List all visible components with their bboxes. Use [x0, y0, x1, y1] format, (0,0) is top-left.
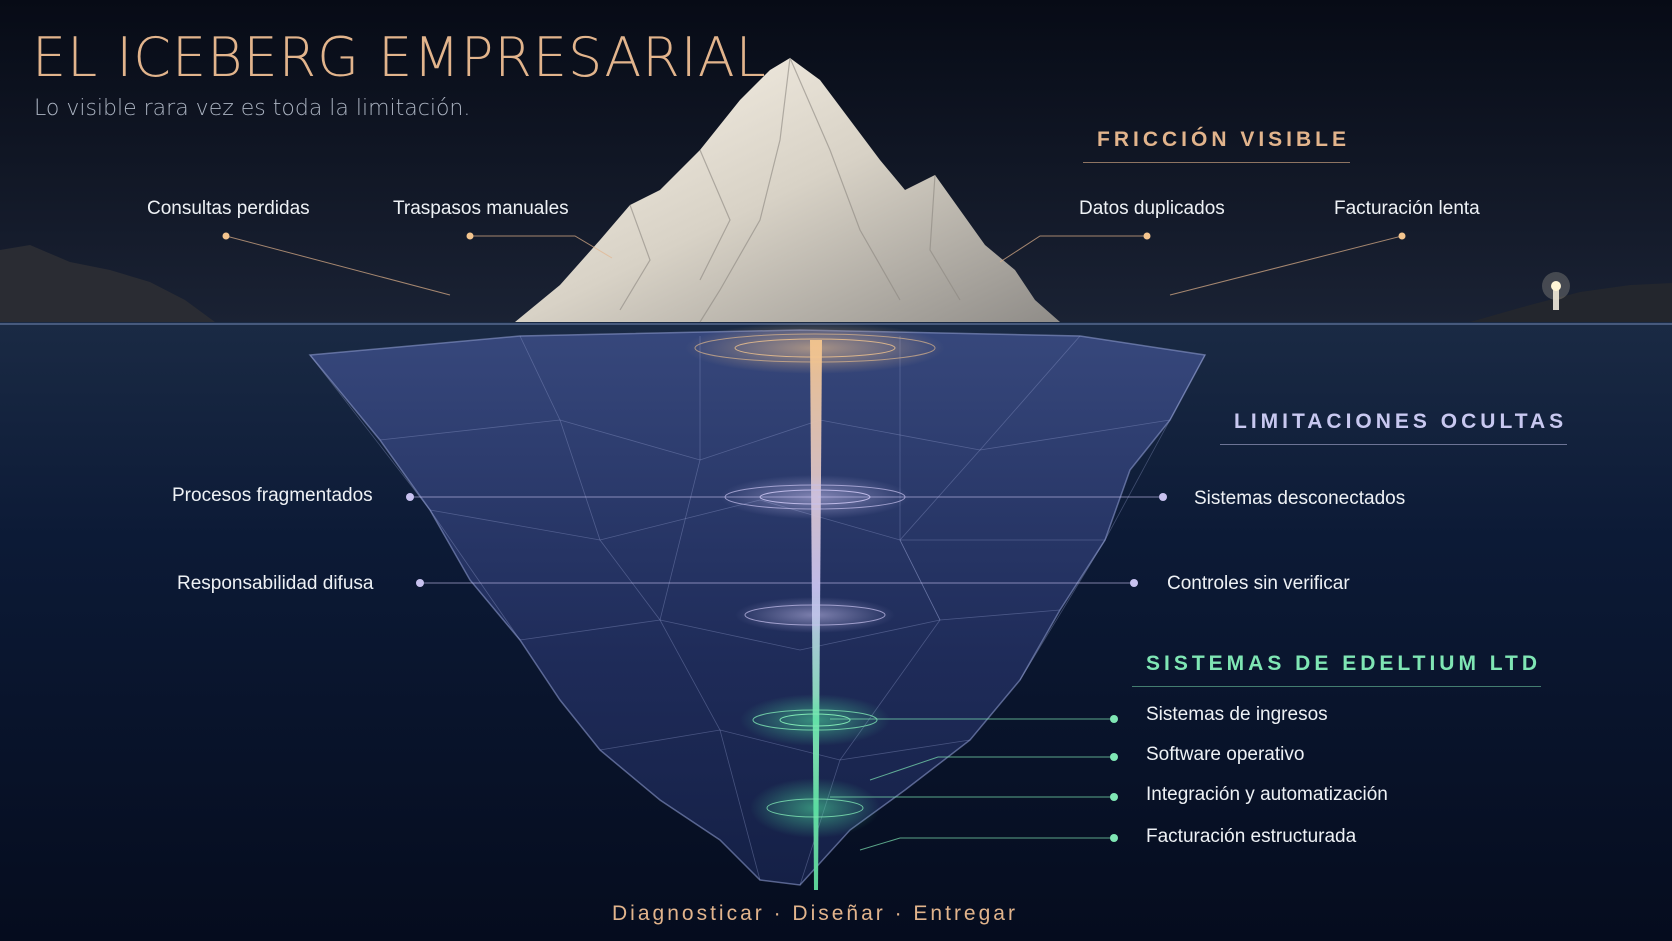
- label-datos-duplicados: Datos duplicados: [1079, 198, 1225, 219]
- iceberg-peak: [515, 58, 1060, 322]
- page-title: EL ICEBERG EMPRESARIAL: [32, 26, 767, 89]
- section-rule: [1083, 162, 1351, 163]
- label-responsabilidad-difusa: Responsabilidad difusa: [177, 573, 374, 594]
- label-sistemas-desconectados: Sistemas desconectados: [1194, 488, 1406, 509]
- section-rule: [1132, 686, 1542, 687]
- label-controles-sin-verificar: Controles sin verificar: [1167, 573, 1350, 594]
- section-heading-systems: SISTEMAS DE EDELTIUM LTD: [1132, 652, 1542, 687]
- section-heading-systems-text: SISTEMAS DE EDELTIUM LTD: [1146, 652, 1542, 675]
- iceberg-facets: [309, 335, 1206, 886]
- label-consultas-perdidas: Consultas perdidas: [147, 198, 310, 219]
- peak-ridges: [619, 57, 961, 323]
- glow-mid-1: [720, 475, 910, 519]
- left-coast-rocks: [0, 245, 215, 322]
- connector-lines-systems: [830, 718, 1114, 851]
- label-integracion-automatizacion: Integración y automatización: [1146, 784, 1388, 805]
- label-sistemas-de-ingresos: Sistemas de ingresos: [1146, 704, 1328, 725]
- connector-lines-hidden: [410, 496, 1163, 584]
- label-traspasos-manuales: Traspasos manuales: [393, 198, 569, 219]
- glow-surface: [685, 322, 945, 374]
- label-software-operativo: Software operativo: [1146, 744, 1305, 765]
- glow-mid-2: [735, 597, 895, 633]
- footer-tagline: Diagnosticar · Diseñar · Entregar: [612, 902, 1018, 925]
- label-procesos-fragmentados: Procesos fragmentados: [172, 485, 373, 506]
- glow-deep-1: [740, 694, 890, 746]
- section-heading-visible: FRICCIÓN VISIBLE: [1083, 128, 1351, 163]
- section-heading-hidden: LIMITACIONES OCULTAS: [1220, 410, 1568, 445]
- glow-deep-2: [750, 778, 880, 838]
- section-heading-hidden-text: LIMITACIONES OCULTAS: [1234, 410, 1568, 433]
- connector-dots: [222, 232, 1406, 842]
- connector-lines-visible: [225, 235, 1403, 296]
- section-rule: [1220, 444, 1568, 445]
- page-subtitle: Lo visible rara vez es toda la limitació…: [34, 96, 471, 121]
- section-heading-visible-text: FRICCIÓN VISIBLE: [1097, 128, 1351, 151]
- label-facturacion-estructurada: Facturación estructurada: [1146, 826, 1357, 847]
- right-coast-rocks: [1470, 283, 1672, 322]
- lighthouse-icon: [1542, 272, 1570, 310]
- label-facturacion-lenta: Facturación lenta: [1334, 198, 1480, 219]
